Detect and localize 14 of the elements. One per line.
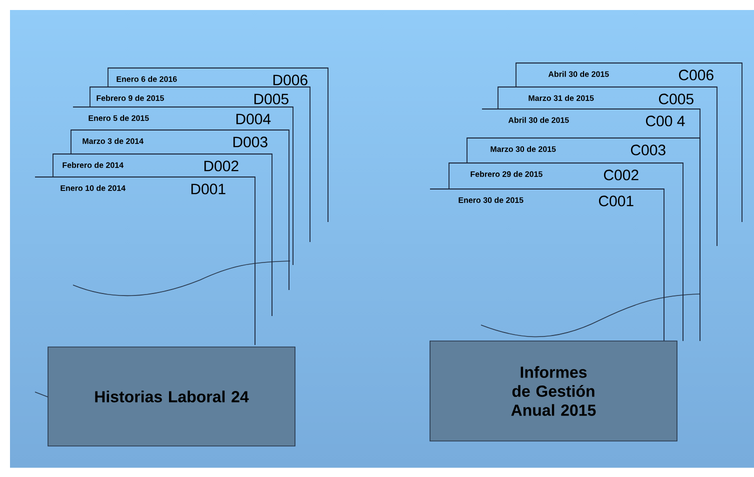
document-header: Marzo 3 de 2014 D003 <box>82 136 268 148</box>
document-header: Enero 10 de 2014 D001 <box>60 184 226 194</box>
document-header: Febrero de 2014 D002 <box>62 160 238 172</box>
document-header: Marzo 31 de 2015 C005 <box>528 94 694 104</box>
document-header: Abril 30 de 2015 C00 4 <box>508 116 685 126</box>
document-header: Enero 6 de 2016 D006 <box>116 74 308 86</box>
title-box: Informes de Gestión Anual 2015 <box>430 340 678 442</box>
document-header: Marzo 30 de 2015 C003 <box>490 144 666 156</box>
document-header: Febrero 9 de 2015 D005 <box>96 94 288 104</box>
document-header: Abril 30 de 2015 C006 <box>548 70 714 80</box>
document-header: Enero 5 de 2015 D004 <box>88 114 271 124</box>
title-box: Historias Laboral 24 <box>48 346 296 446</box>
document-header: Enero 30 de 2015 C001 <box>458 196 634 206</box>
document-header: Febrero 29 de 2015 C002 <box>470 170 638 180</box>
